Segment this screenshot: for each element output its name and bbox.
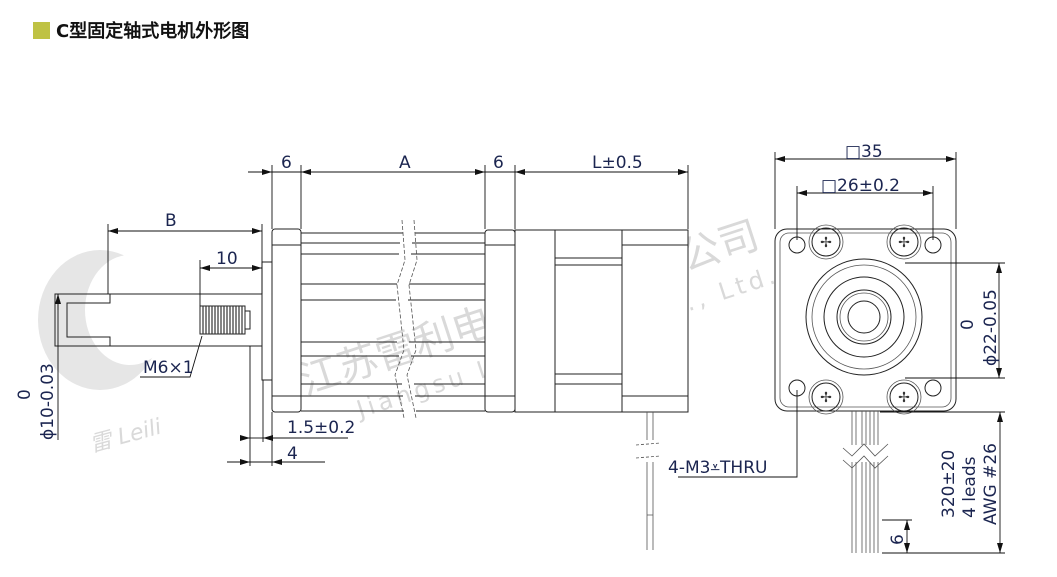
- watermark-logo-text: 雷 Leili: [87, 415, 164, 458]
- lead-wires: [851, 411, 879, 553]
- dim-front-flange: 6: [281, 153, 292, 173]
- dim-hole-spacing: □26±0.2: [821, 176, 900, 196]
- lead-length: 320±20: [939, 450, 959, 518]
- shaft-dia-upper: 0: [15, 389, 35, 400]
- screw-cross-icon: ✢: [820, 390, 832, 406]
- end-view: ✢ ✢ ✢ ✢ □35 □26±0.2 0 ϕ22-0.05 4-M3⩡THRU…: [668, 142, 1005, 554]
- dim-boss: 1.5±0.2: [287, 418, 355, 438]
- pilot-dia-upper: 0: [958, 319, 978, 330]
- pilot-boss: [261, 261, 273, 381]
- dim-body: A: [399, 153, 411, 173]
- end-cap: [621, 229, 689, 413]
- end-view-frame: [774, 228, 957, 412]
- shaft: [54, 293, 262, 347]
- shaft-dia-lower: ϕ10-0.03: [38, 363, 58, 440]
- rear-flange: [484, 229, 516, 413]
- shaft-slot: [66, 294, 111, 346]
- page-title: C型固定轴式电机外形图: [33, 17, 249, 43]
- pilot-rings: [805, 258, 923, 376]
- thread-label: M6×1: [143, 358, 194, 378]
- pilot-dia-lower: ϕ22-0.05: [981, 289, 1001, 366]
- dim-rear-flange: 6: [493, 153, 504, 173]
- screw-cross-icon: ✢: [898, 235, 910, 251]
- dim-square: □35: [845, 142, 883, 162]
- front-flange: [271, 228, 302, 413]
- motor-body: [301, 219, 485, 419]
- dim-strip: 6: [888, 534, 908, 545]
- title-marker-icon: [33, 21, 50, 39]
- screws: ✢ ✢ ✢ ✢: [808, 224, 922, 415]
- thread: [199, 305, 251, 335]
- lead-wire: [646, 412, 654, 550]
- screw-cross-icon: ✢: [898, 390, 910, 406]
- title-text: C型固定轴式电机外形图: [56, 21, 250, 42]
- side-view: 6 A 6 L±0.5 B 10 M6×1 0 ϕ10-0.03 1.5±0.2…: [15, 153, 689, 550]
- dim-boss-total: 4: [287, 444, 298, 464]
- lead-count: 4 leads: [960, 456, 980, 518]
- rear-section: [514, 229, 623, 413]
- dim-shaft: B: [165, 211, 177, 231]
- hole-label: 4-M3⩡THRU: [668, 458, 767, 478]
- screw-cross-icon: ✢: [820, 235, 832, 251]
- dim-length: L±0.5: [592, 153, 643, 173]
- lead-gauge: AWG #26: [981, 443, 1001, 525]
- dim-thread-len: 10: [216, 249, 238, 269]
